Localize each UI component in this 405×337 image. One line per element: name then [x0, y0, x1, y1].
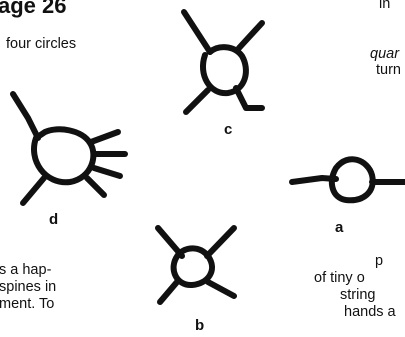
label-b: b: [195, 317, 204, 334]
label-d: d: [49, 211, 58, 228]
circle-c-icon: [184, 12, 262, 112]
label-c: c: [224, 121, 232, 138]
circle-d-icon: [13, 94, 125, 203]
label-a: a: [335, 219, 344, 236]
circle-b-icon: [158, 228, 234, 302]
circle-a-icon: [292, 159, 405, 200]
